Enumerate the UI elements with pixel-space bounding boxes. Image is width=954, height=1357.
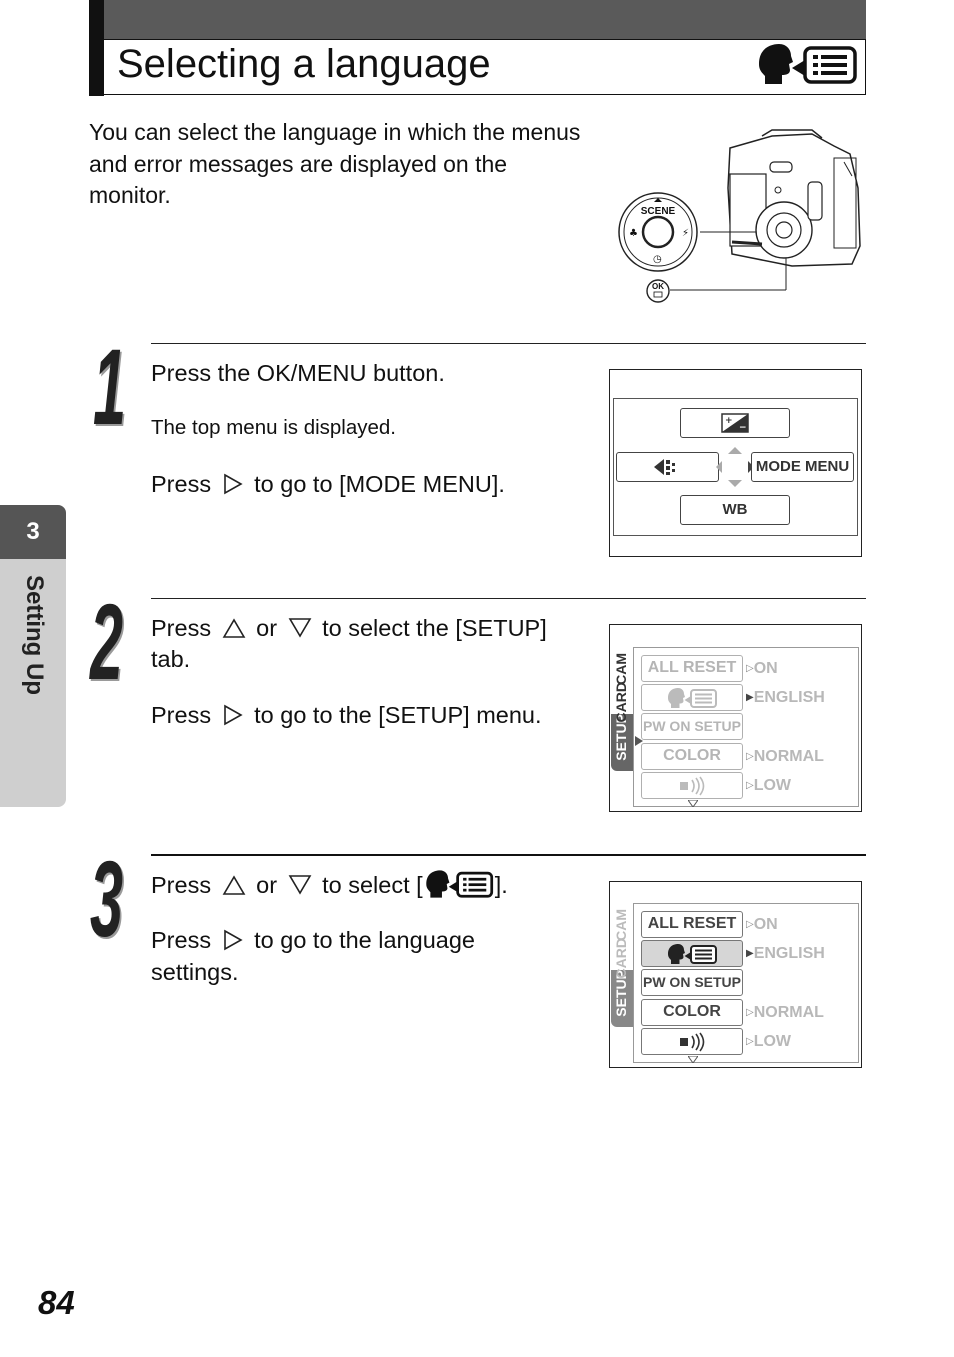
menu-item-volume[interactable] [641,772,743,799]
svg-text:+: + [725,416,733,426]
menu-value-color: NORMAL [746,1004,824,1022]
menu-item-color[interactable]: COLOR [641,743,743,770]
header-bar [89,0,866,39]
step-2-instruction-cont: tab. [151,646,191,672]
menu-item-color[interactable]: COLOR [641,999,743,1026]
language-icon [759,44,857,84]
step-3-divider [151,854,866,856]
step-1-note: The top menu is displayed. [151,416,396,439]
step-2-instruction: Press or to select the [SETUP] [151,615,547,641]
page-number: 84 [38,1284,75,1321]
menu-value-volume: LOW [746,1033,791,1051]
menu-item-all-reset[interactable]: ALL RESET [641,911,743,938]
dial-scene-label: SCENE [641,206,676,217]
menu-value-language: ENGLISH [746,945,825,963]
menu-item-pw-on-setup[interactable]: PW ON SETUP [641,713,743,740]
card-tab[interactable]: CARD [613,938,629,979]
step-3-instruction: Press or to select []. [151,869,508,901]
svg-text:◷: ◷ [653,254,662,265]
menu-value-all-reset: ON [746,916,778,934]
direction-arrows-icon [716,447,754,487]
menu-value-language: ENGLISH [746,689,825,707]
menu-value-all-reset: ON [746,660,778,678]
exposure-compensation-icon: +− [721,413,749,433]
svg-text:⚡: ⚡ [682,228,689,239]
right-arrow-icon [223,929,243,951]
up-arrow-icon [222,618,246,638]
up-arrow-icon [222,875,246,895]
mode-menu-button[interactable]: MODE MENU [751,452,854,482]
language-icon [668,688,717,708]
right-arrow-icon [223,473,243,495]
ok-button-label: OK [652,282,664,291]
step-1-divider [151,343,866,344]
language-icon [425,870,493,898]
speaker-icon [680,1032,705,1052]
scroll-down-icon [688,1056,698,1063]
wb-button[interactable]: WB [680,495,790,525]
menu-item-pw-on-setup[interactable]: PW ON SETUP [641,969,743,996]
intro-text: You can select the language in which the… [89,119,581,208]
exposure-button[interactable]: +− [680,408,790,438]
cam-tab[interactable]: CAM [613,909,629,941]
down-arrow-icon [288,618,311,638]
camera-illustration: SCENE ⚡ ♣ ◷ OK [618,129,861,303]
speaker-icon [680,776,705,796]
top-menu-screen: +− MODE MENU WB [609,369,862,557]
svg-text:−: − [739,423,747,433]
menu-item-language[interactable] [641,684,743,711]
right-arrow-icon [223,704,243,726]
step-2-divider [151,598,866,599]
svg-text:♣: ♣ [629,228,638,239]
picture-mode-button[interactable] [616,452,719,482]
language-icon [668,944,717,964]
image-quality-icon [653,459,675,475]
chapter-tab [0,559,66,807]
menu-value-color: NORMAL [746,748,824,766]
page-title: Selecting a language [117,42,491,86]
cam-tab[interactable]: CAM [613,653,629,685]
step-1-instruction: Press the OK/MENU button. [151,360,445,386]
tab-pointer-icon [635,736,643,746]
down-arrow-icon [288,875,311,895]
chapter-number-tab: 3 [0,505,66,559]
header-box [104,39,866,95]
menu-item-language[interactable] [641,940,743,967]
step-2-number: 2 [90,581,123,702]
step-2-instruction-2: Press to go to the [SETUP] menu. [151,702,542,728]
menu-value-volume: LOW [746,777,791,795]
chapter-label: Setting Up [21,575,48,695]
step-3-number: 3 [90,838,123,959]
menu-item-all-reset[interactable]: ALL RESET [641,655,743,682]
menu-item-volume[interactable] [641,1028,743,1055]
scroll-down-icon [688,800,698,807]
step-3-instruction-2: Press to go to the language [151,927,475,953]
step-3-instruction-cont: settings. [151,959,239,985]
step-1-number: 1 [93,326,126,447]
step-1-instruction-2: Press to go to [MODE MENU]. [151,471,505,497]
card-tab[interactable]: CARD [613,682,629,723]
header-accent [89,0,104,96]
